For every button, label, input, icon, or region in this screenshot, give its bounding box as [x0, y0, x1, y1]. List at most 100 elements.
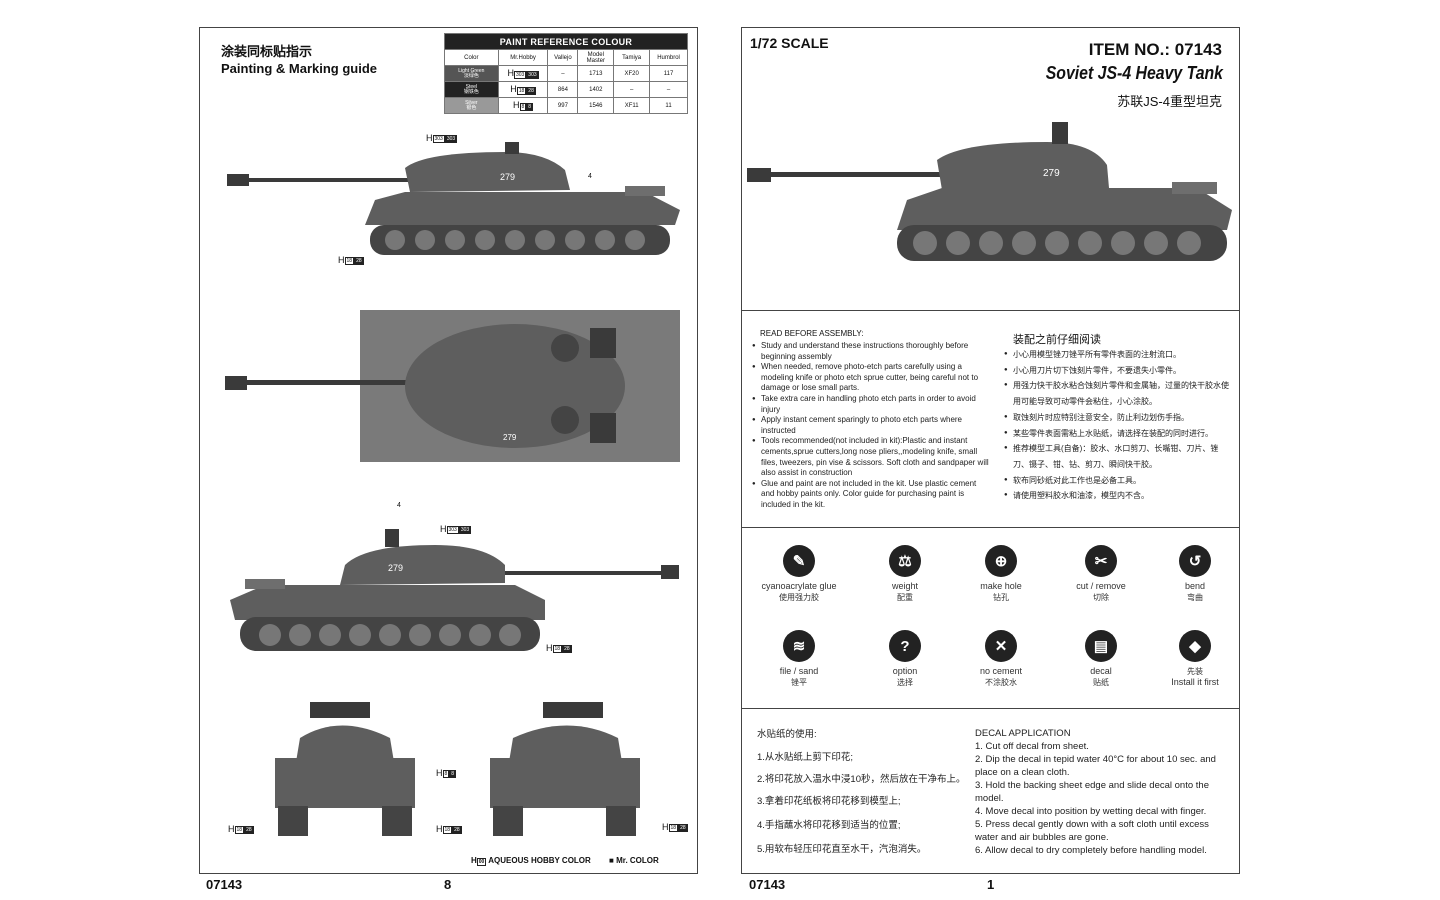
- decal-cn-step: 4.手指蘸水将印花移到适当的位置;: [757, 820, 901, 831]
- road-wheels: [913, 231, 1201, 255]
- stowage-box: [625, 186, 665, 196]
- muzzle-brake: [747, 168, 771, 182]
- turret: [405, 152, 570, 192]
- drill-icon: ⊕: [985, 545, 1017, 577]
- model-master-cell: 1546: [577, 97, 615, 114]
- instruction-en: When needed, remove photo-etch parts car…: [752, 362, 990, 394]
- kit-title-en: Soviet JS-4 Heavy Tank: [1045, 63, 1223, 83]
- instruction-en: Apply instant cement sparingly to photo …: [752, 415, 990, 436]
- instruction-cn: 小心用刀片切下蚀刻片零件，不要遗失小零件。: [1004, 363, 1234, 379]
- tank-side-view-right: 279: [230, 529, 679, 651]
- decal-en-step: 3. Hold the backing sheet edge and slide…: [975, 780, 1209, 804]
- gun-barrel: [753, 172, 963, 177]
- decal-icon: ▤: [1085, 630, 1117, 662]
- hatch: [551, 334, 579, 362]
- hull-rear: [490, 758, 640, 808]
- glue-icon: ✎: [783, 545, 815, 577]
- road-wheels: [259, 624, 521, 646]
- divider: [741, 708, 1240, 709]
- read-before-en: READ BEFORE ASSEMBLY:: [760, 329, 864, 338]
- turret: [340, 545, 505, 585]
- vallejo-cell: –: [547, 65, 579, 82]
- turret-number: 279: [1043, 168, 1060, 179]
- part-number: 4: [397, 502, 401, 509]
- stowage-box: [1172, 182, 1217, 194]
- instruction-en: Take extra care in handling photo etch p…: [752, 394, 990, 415]
- color-name-cn: 钢铁色: [463, 88, 479, 95]
- turret-front: [295, 725, 395, 768]
- instruction-en: Tools recommended(not included in kit):P…: [752, 436, 990, 478]
- kit-title-cn: 苏联JS-4重型坦克: [1117, 94, 1222, 109]
- hull-front: [275, 758, 415, 808]
- model-master-cell: 1713: [577, 65, 615, 82]
- muzzle-brake: [227, 174, 249, 186]
- instruction-cn: 取蚀刻片时应特别注意安全，防止利边划伤手指。: [1004, 410, 1234, 426]
- scale: 1/72 SCALE: [750, 35, 829, 51]
- turret-number: 279: [388, 563, 403, 573]
- color-name-en: Steel: [465, 83, 478, 90]
- item-no: ITEM NO.: 07143: [1088, 40, 1222, 59]
- hull: [230, 585, 545, 620]
- left-footer-item: 07143: [206, 877, 243, 892]
- decal-cn-step: 2.将印花放入温水中浸10秒，然后放在干净布上。: [757, 774, 966, 785]
- track-left: [493, 806, 523, 836]
- gun-barrel: [475, 571, 675, 575]
- col-header: Humbrol: [649, 49, 688, 66]
- decal-en-step: 5. Press decal gently down with a soft c…: [975, 819, 1209, 843]
- tank-side-view-left: 279: [227, 142, 680, 255]
- instruction-en: Study and understand these instructions …: [752, 341, 990, 362]
- aqueous-code: 8: [519, 103, 527, 111]
- mg-mount: [505, 142, 519, 154]
- box-tank-illustration: 279: [747, 122, 1232, 261]
- hatch: [551, 406, 579, 434]
- instruction-en: Glue and paint are not included in the k…: [752, 479, 990, 511]
- turret-rear: [508, 725, 623, 768]
- color-name-cn: 银色: [466, 104, 477, 111]
- col-header: Color: [444, 49, 499, 66]
- mrcolor-code: 303: [526, 71, 539, 79]
- no-cement-icon: ✕: [985, 630, 1017, 662]
- paint-reference-table: PAINT REFERENCE COLOUR Color Mr.Hobby Va…: [444, 33, 688, 114]
- gun-barrel: [230, 380, 430, 385]
- decal-en-step: 2. Dip the decal in tepid water 40°C for…: [975, 754, 1216, 778]
- instruction-cn: 某些零件表面需粘上水贴纸，请选择在装配的同时进行。: [1004, 426, 1234, 442]
- humbrol-cell: 11: [649, 97, 688, 114]
- gun-barrel: [233, 178, 433, 182]
- decal-en-title: DECAL APPLICATION: [975, 728, 1071, 739]
- tamiya-cell: –: [613, 81, 651, 98]
- track-left: [278, 806, 308, 836]
- col-header: Tamiya: [613, 49, 651, 66]
- decal-en-step: 4. Move decal into position by wetting d…: [975, 806, 1207, 817]
- right-footer-page: 1: [987, 877, 995, 892]
- color-name-cn: 淡绿色: [463, 72, 479, 79]
- track-right: [606, 806, 636, 836]
- model-master-cell: 1402: [577, 81, 615, 98]
- weight-icon: ⚖: [889, 545, 921, 577]
- instruction-cn: 用强力快干胶水粘合蚀刻片零件和金属轴，过量的快干胶水使用可能导致可动零件会粘住，…: [1004, 378, 1234, 409]
- instruction-cn: 软布同砂纸对此工作也是必备工具。: [1004, 473, 1234, 489]
- left-footer-page: 8: [444, 877, 452, 892]
- humbrol-cell: 117: [649, 65, 688, 82]
- install-first-icon: ◆: [1179, 630, 1211, 662]
- part-number: 4: [588, 173, 592, 180]
- vallejo-cell: 997: [547, 97, 579, 114]
- left-title-cn: 涂装同标贴指示: [221, 44, 313, 59]
- decal-en-step: 1. Cut off decal from sheet.: [975, 741, 1089, 752]
- hull: [365, 192, 680, 225]
- paint-table-title: PAINT REFERENCE COLOUR: [444, 33, 688, 50]
- decal-en-step: 6. Allow decal to dry completely before …: [975, 845, 1207, 856]
- decal-cn-step: 1.从水贴纸上剪下印花;: [757, 752, 854, 763]
- hull: [897, 188, 1232, 230]
